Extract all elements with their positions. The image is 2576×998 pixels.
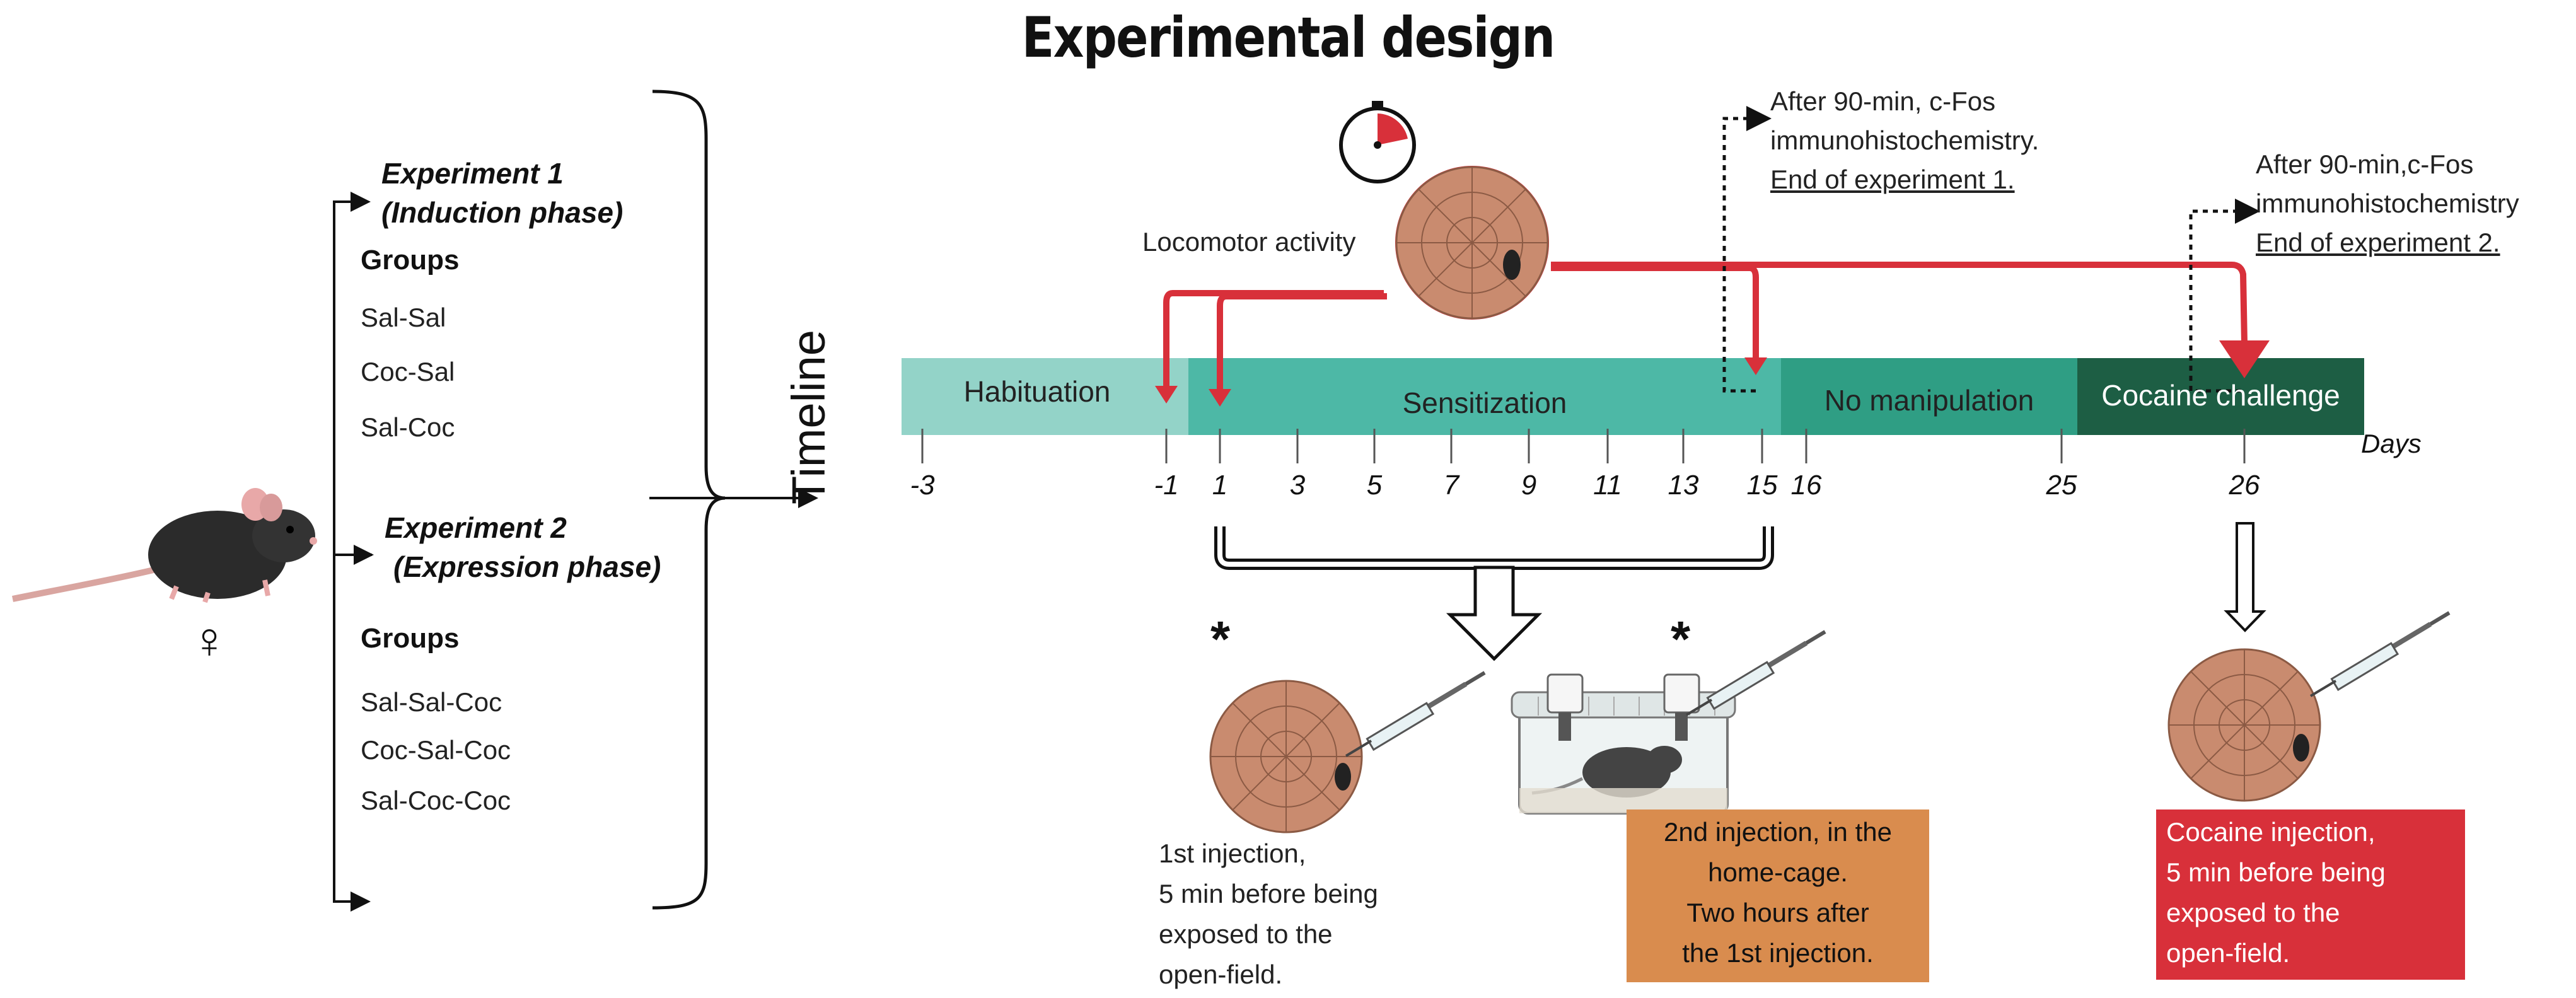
phase-cocaine-challenge: Cocaine challenge [2101, 379, 2340, 412]
syringe-icon [1346, 673, 1485, 756]
experiment2-group: Coc-Sal-Coc [361, 735, 511, 765]
cocaine-injection-line2: 5 min before being [2166, 857, 2386, 887]
experiment1-group: Sal-Coc [361, 412, 455, 442]
page-title: Experimental design [1021, 5, 1555, 70]
day-tick-label: -3 [910, 470, 935, 501]
experiment1-group: Sal-Sal [361, 303, 446, 332]
experiment2-group: Sal-Sal-Coc [361, 687, 502, 717]
star-marker: * [1671, 611, 1691, 667]
day-tick-label: 1 [1212, 470, 1228, 501]
note-experiment1: After 90-min, c-Fos immunohistochemistry… [1770, 82, 2039, 199]
first-injection-line2: 5 min before being [1159, 879, 1378, 908]
open-field-arena-icon [2167, 648, 2321, 802]
note1-line2: immunohistochemistry. [1770, 125, 2039, 155]
locomotor-activity-label: Locomotor activity [1142, 227, 1356, 257]
experiment1-title: Experiment 1 (Induction phase) [381, 154, 623, 232]
open-field-arena-icon [1209, 680, 1363, 833]
first-injection-line3: exposed to the [1159, 919, 1333, 949]
second-injection-box: 2nd injection, in the home-cage. Two hou… [1627, 809, 1929, 982]
female-symbol: ♀ [190, 612, 228, 668]
day-tick-label: 5 [1366, 470, 1383, 501]
first-injection-line4: open-field. [1159, 960, 1283, 989]
day-tick-label: -1 [1154, 470, 1179, 501]
day-tick-label: 25 [2046, 470, 2077, 501]
note1-line1: After 90-min, c-Fos [1770, 86, 1996, 116]
group-brace [652, 90, 726, 910]
locomotor-arrows [1163, 262, 2248, 394]
note1-line3: End of experiment 1. [1770, 165, 2015, 194]
experiment1-title-line2: (Induction phase) [381, 196, 624, 229]
phase-sensitization: Sensitization [1402, 386, 1567, 419]
note-experiment2: After 90-min,c-Fos immunohistochemistry … [2256, 145, 2519, 262]
second-injection-line4: the 1st injection. [1682, 938, 1874, 968]
cocaine-injection-line1: Cocaine injection, [2166, 817, 2376, 847]
day-tick-label: 9 [1521, 470, 1537, 501]
stopwatch-icon [1339, 101, 1416, 183]
day-tick-label: 11 [1593, 470, 1622, 501]
timeline-label: Timeline [782, 330, 835, 504]
cocaine-injection-line4: open-field. [2166, 938, 2290, 968]
syringe-icon [1686, 632, 1825, 715]
home-cage-icon [1511, 673, 1736, 815]
experiment2-title: Experiment 2 (Expression phase) [385, 508, 661, 586]
days-label: Days [2361, 429, 2422, 458]
star-marker: * [1210, 611, 1231, 667]
second-injection-line3: Two hours after [1686, 898, 1869, 927]
first-injection-text: 1st injection, 5 min before being expose… [1159, 833, 1378, 995]
mouse-icon [12, 488, 317, 603]
open-field-arena-icon [1395, 166, 1549, 320]
cocaine-injection-line3: exposed to the [2166, 898, 2340, 927]
cocaine-injection-box: Cocaine injection, 5 min before being ex… [2156, 809, 2465, 980]
day-tick-label: 7 [1443, 470, 1459, 501]
day-tick-label: 26 [2229, 470, 2260, 501]
first-injection-line1: 1st injection, [1159, 838, 1306, 868]
day-tick-label: 16 [1790, 470, 1822, 501]
note2-line3: End of experiment 2. [2256, 228, 2500, 257]
day-tick-label: 15 [1746, 470, 1778, 501]
day-tick-label: 3 [1289, 470, 1306, 501]
day-tick-label: 13 [1668, 470, 1699, 501]
experiment2-groups-header: Groups [361, 623, 460, 654]
syringe-icon [2311, 613, 2449, 696]
experiment2-title-line2: (Expression phase) [393, 550, 661, 583]
phase-no-manipulation: No manipulation [1824, 384, 2034, 417]
experiment2-group: Sal-Coc-Coc [361, 786, 511, 815]
experiment1-title-line1: Experiment 1 [381, 157, 564, 190]
note2-line2: immunohistochemistry [2256, 189, 2519, 218]
second-injection-line2: home-cage. [1708, 857, 1848, 887]
experiment1-groups-header: Groups [361, 245, 460, 276]
experiment1-group: Coc-Sal [361, 357, 455, 386]
second-injection-line1: 2nd injection, in the [1664, 817, 1892, 847]
phase-habituation: Habituation [963, 375, 1111, 408]
note2-line1: After 90-min,c-Fos [2256, 149, 2474, 179]
experiment2-title-line1: Experiment 2 [385, 511, 567, 544]
